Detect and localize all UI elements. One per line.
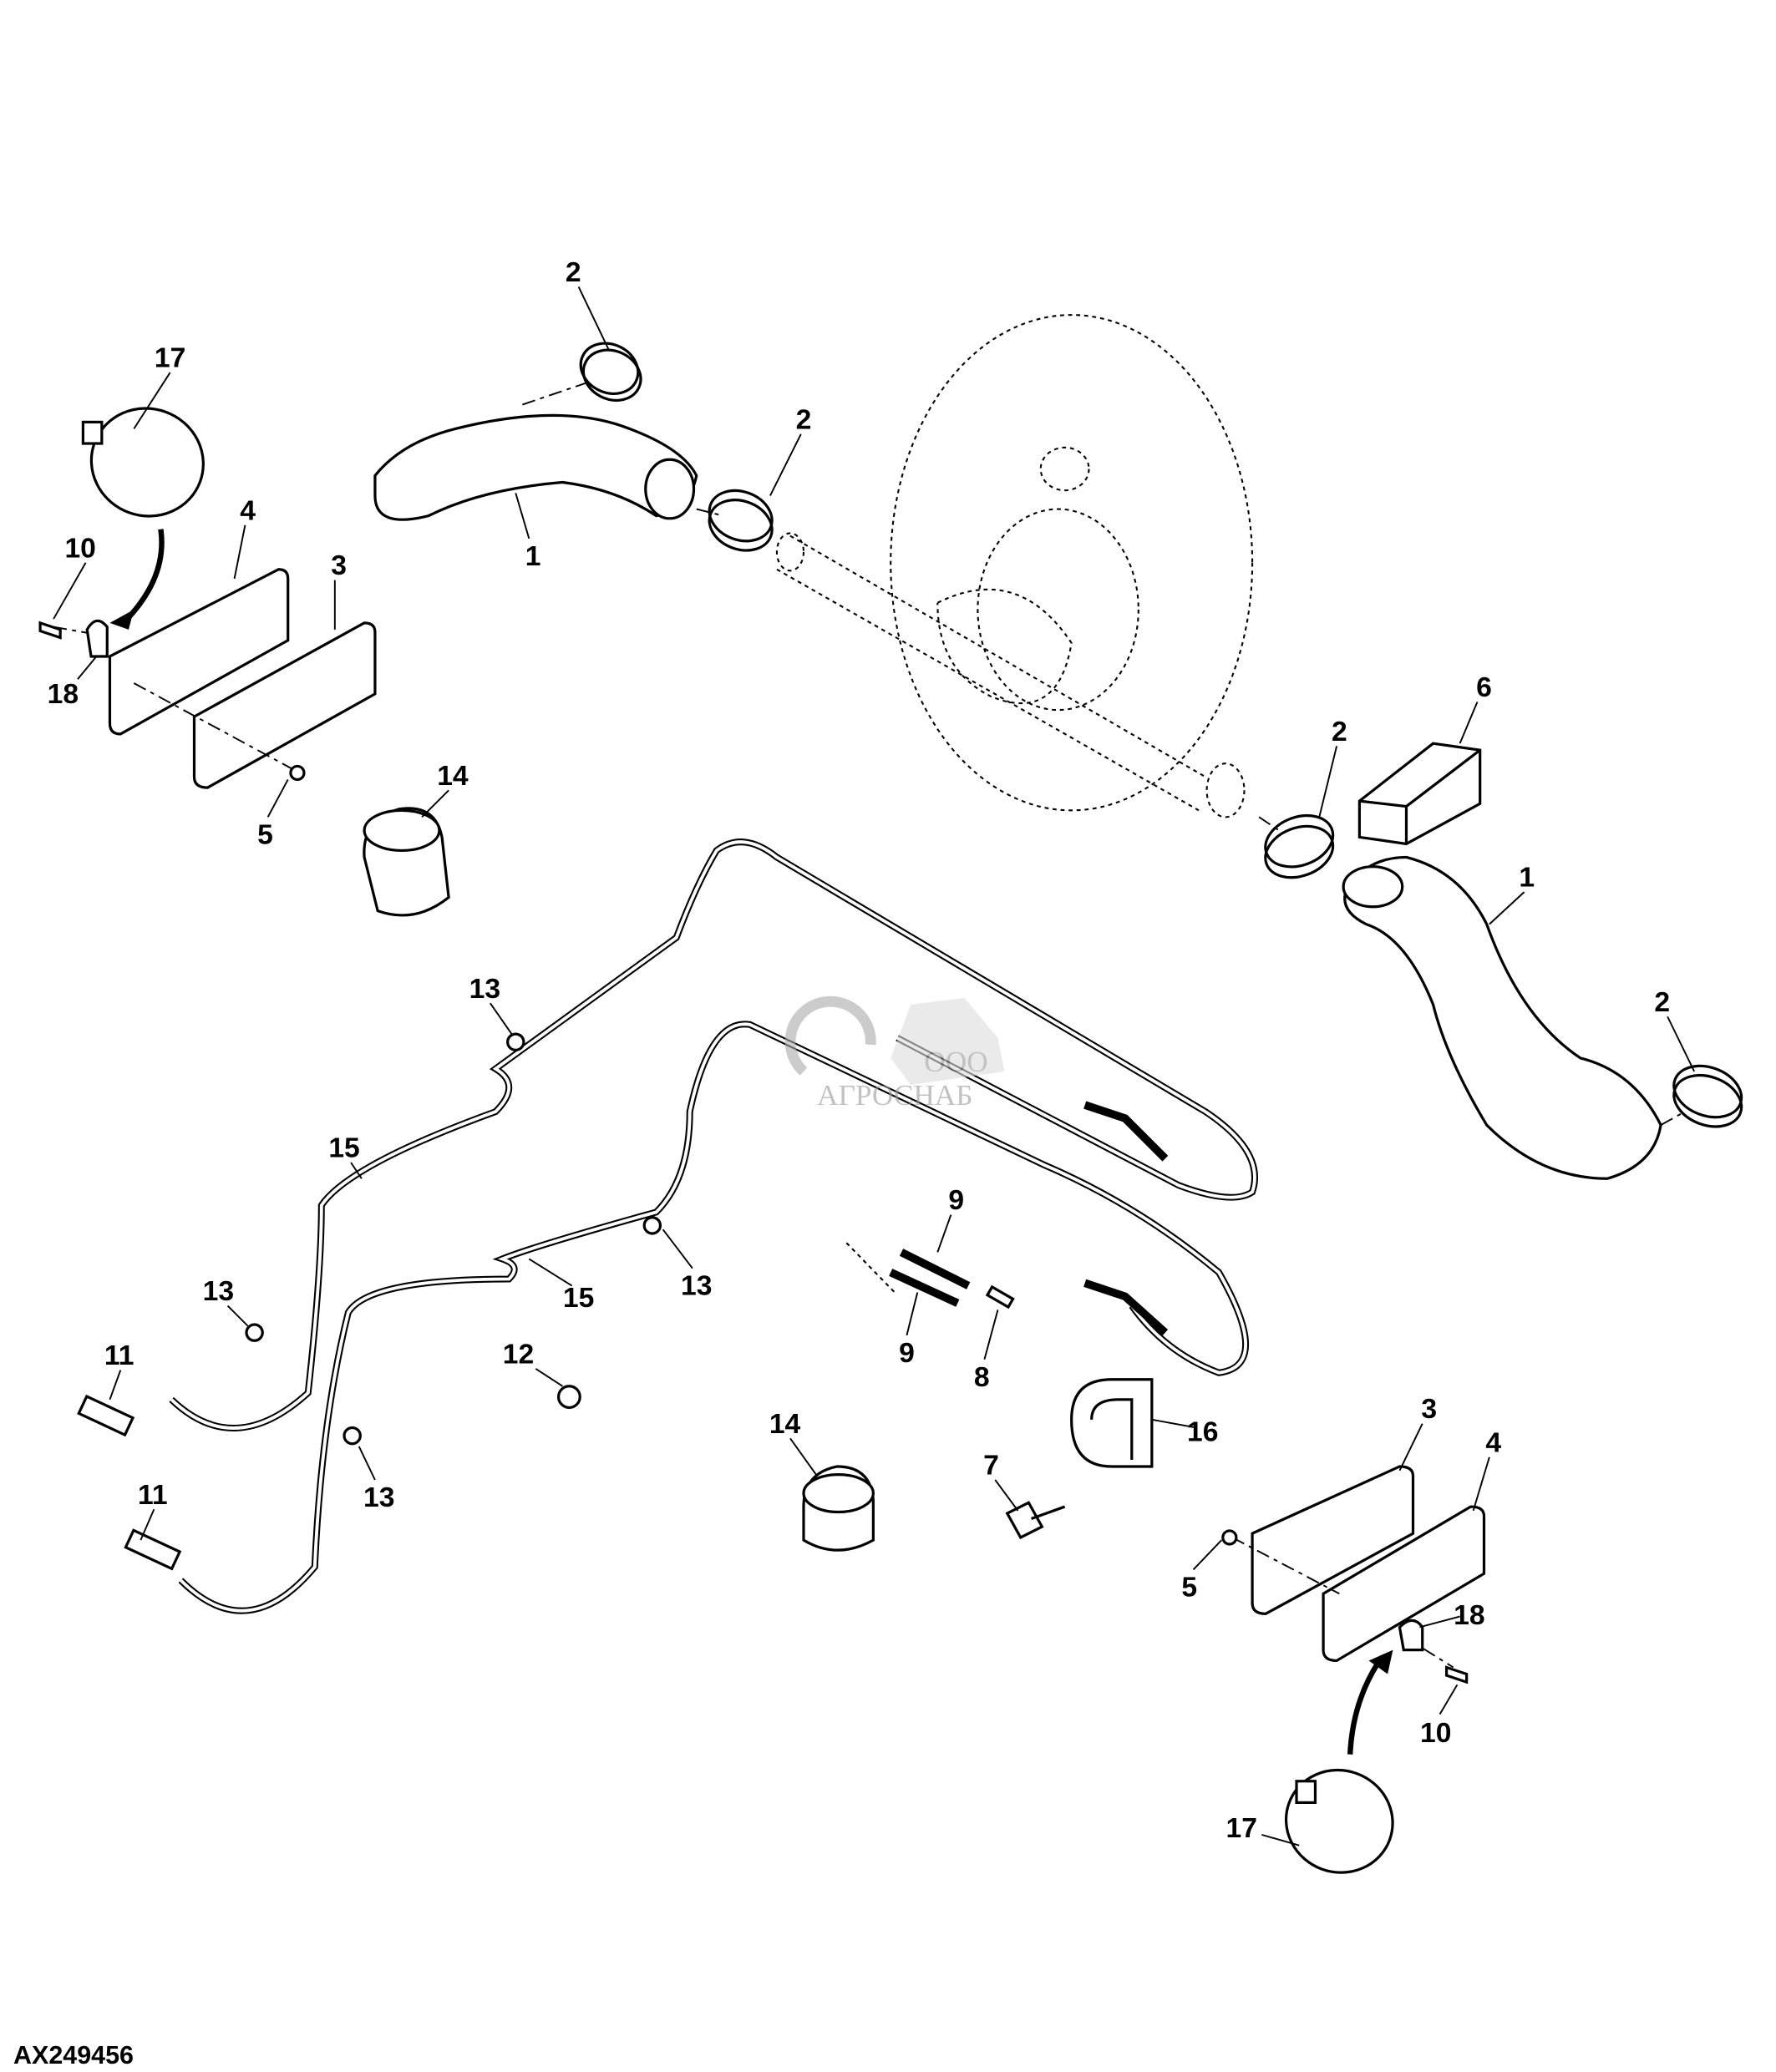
- watermark-prefix: ООО: [924, 1046, 987, 1078]
- callout-17: 17: [155, 343, 185, 374]
- callout-9: 9: [899, 1338, 915, 1369]
- callout-4: 4: [1485, 1427, 1501, 1458]
- callout-9: 9: [948, 1185, 964, 1216]
- callout-3: 3: [331, 550, 347, 581]
- clip-13b: [245, 1323, 264, 1342]
- fitting-1: [77, 1394, 135, 1437]
- callout-15: 15: [328, 1133, 359, 1164]
- plate-left-4: [108, 568, 290, 736]
- clip-13c: [642, 1216, 662, 1235]
- callout-14: 14: [769, 1409, 801, 1440]
- callout-4: 4: [240, 495, 256, 526]
- callout-1: 1: [525, 541, 541, 572]
- hose-clamp-2: [708, 489, 774, 552]
- strap-left: [81, 407, 205, 518]
- callout-8: 8: [974, 1362, 990, 1393]
- clip-13a: [506, 1032, 525, 1051]
- callout-16: 16: [1187, 1417, 1218, 1448]
- callout-10: 10: [1420, 1718, 1451, 1749]
- callout-5: 5: [257, 819, 273, 850]
- callout-1: 1: [1519, 863, 1535, 894]
- callout-11: 11: [104, 1340, 134, 1371]
- nut-right: [1221, 1529, 1238, 1546]
- plate-left-3: [192, 621, 377, 789]
- callout-18: 18: [48, 679, 79, 710]
- bolt-7: [1005, 1501, 1066, 1540]
- bracket-16: [1070, 1378, 1154, 1468]
- clip-13d: [343, 1426, 362, 1446]
- callout-13: 13: [681, 1271, 712, 1302]
- clip-left: [85, 619, 109, 658]
- callout-13: 13: [469, 974, 500, 1005]
- hose-clamp-1: [579, 342, 642, 402]
- callout-13: 13: [363, 1482, 394, 1513]
- figure-id: AX249456: [13, 2041, 134, 2069]
- nut-left: [289, 764, 306, 782]
- callout-12: 12: [503, 1340, 534, 1370]
- hose-clamp-3: [1264, 813, 1335, 879]
- callout-2: 2: [1332, 717, 1347, 747]
- watermark-logo: ООО АГРОСНАБ: [784, 995, 1005, 1112]
- bolt-right: [1444, 1665, 1469, 1684]
- callout-6: 6: [1476, 672, 1492, 703]
- hose-upper: [373, 413, 698, 521]
- callout-10: 10: [64, 533, 95, 564]
- callout-18: 18: [1454, 1600, 1484, 1631]
- callout-15: 15: [563, 1283, 594, 1314]
- bolt-left: [38, 621, 62, 640]
- callout-7: 7: [983, 1451, 999, 1482]
- cap-2: [802, 1465, 875, 1552]
- fitting-8: [985, 1284, 1015, 1310]
- callout-17: 17: [1226, 1813, 1257, 1844]
- callout-2: 2: [1654, 987, 1670, 1018]
- clip-right: [1398, 1619, 1424, 1652]
- callout-5: 5: [1181, 1572, 1197, 1603]
- turbocharger-phantom: [775, 314, 1254, 818]
- hose-clamp-4: [1672, 1064, 1743, 1128]
- callout-2: 2: [566, 257, 581, 288]
- hose-lower: [1342, 855, 1662, 1180]
- callout-3: 3: [1421, 1394, 1437, 1425]
- foam-block: [1357, 742, 1482, 846]
- fitting-2: [124, 1528, 182, 1571]
- callout-14: 14: [437, 761, 469, 792]
- plate-right-4: [1322, 1505, 1486, 1663]
- callout-13: 13: [203, 1276, 234, 1307]
- callout-11: 11: [138, 1480, 168, 1511]
- strap-right: [1284, 1768, 1394, 1874]
- watermark-name: АГРОСНАБ: [817, 1079, 973, 1112]
- plate-right-3: [1251, 1465, 1415, 1615]
- cap-1: [363, 807, 450, 917]
- callout-2: 2: [796, 404, 812, 435]
- clip-12: [556, 1385, 581, 1410]
